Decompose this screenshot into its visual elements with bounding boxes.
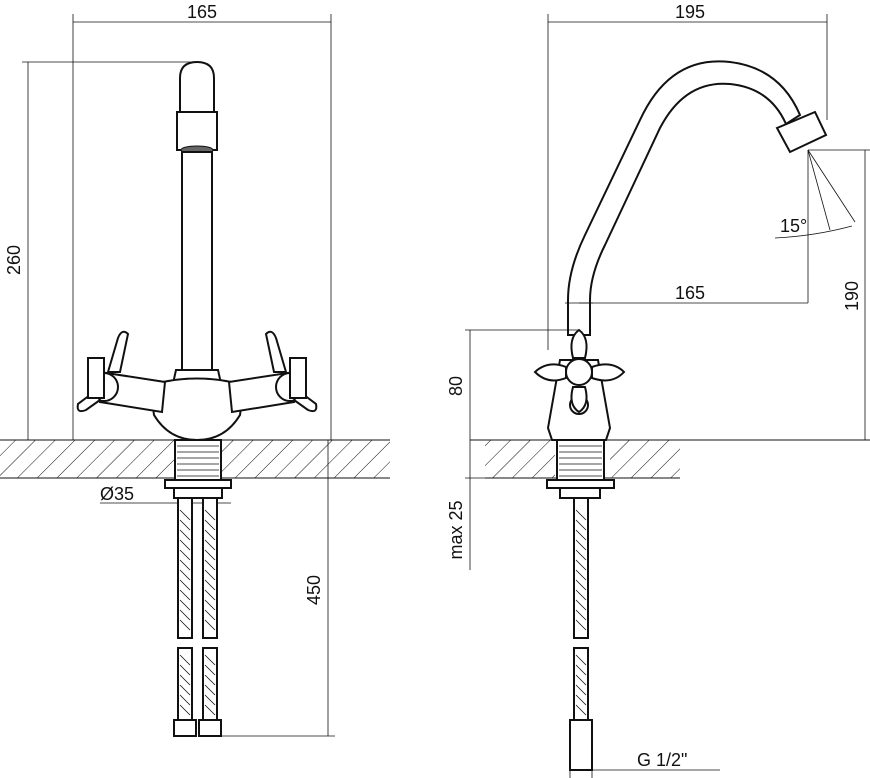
side-reach-dimension: 165 — [579, 283, 808, 304]
side-thread-dimension: G 1/2" — [569, 745, 720, 778]
front-height-dimension: 260 — [4, 61, 200, 441]
side-angle-label: 15° — [780, 216, 807, 236]
side-hose — [569, 497, 593, 771]
front-view: 165 260 — [0, 2, 390, 737]
front-countertop — [0, 439, 390, 479]
side-width-dimension: 195 — [547, 2, 828, 350]
front-shank — [164, 439, 232, 499]
front-right-handle — [264, 330, 318, 413]
front-width-dimension: 165 — [72, 2, 332, 440]
front-left-handle — [76, 330, 130, 413]
front-hose-label: 450 — [304, 575, 324, 605]
side-thickness-dimension: max 25 — [446, 440, 485, 570]
front-hoses — [173, 497, 222, 737]
side-shank — [546, 439, 615, 499]
side-thread-label: G 1/2" — [637, 750, 687, 770]
front-width-label: 165 — [187, 2, 217, 22]
side-view: 195 15° 165 190 — [446, 2, 870, 778]
side-thickness-label: max 25 — [446, 500, 466, 559]
side-body-dimension: 80 — [446, 329, 579, 440]
side-height-dimension: 190 — [842, 150, 866, 440]
side-reach-label: 165 — [675, 283, 705, 303]
side-spray-angle: 15° — [774, 149, 870, 303]
front-hose-dimension: 450 — [221, 439, 335, 737]
front-body — [89, 370, 305, 442]
side-spout — [565, 60, 828, 336]
side-body-label: 80 — [446, 376, 466, 396]
side-width-label: 195 — [675, 2, 705, 22]
front-diameter-label: Ø35 — [100, 484, 134, 504]
side-countertop — [470, 439, 870, 479]
front-spout — [170, 60, 224, 389]
side-handle — [533, 328, 626, 414]
side-height-label: 190 — [842, 281, 862, 311]
front-height-label: 260 — [4, 245, 24, 275]
